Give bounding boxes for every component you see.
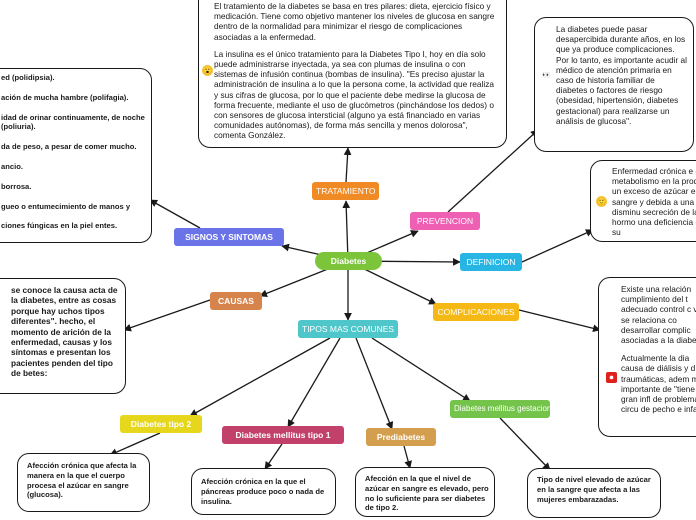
sintoma-3: idad de orinar continuamente, de noche (… [1, 112, 145, 132]
note-signos-y-sintomas: ed (polidipsia). ación de mucha hambre (… [0, 68, 152, 243]
node-tipos-mas-comunes[interactable]: TIPOS MAS COMUNES [298, 320, 398, 338]
note-complicaciones-p1: Existe una relación cumplimiento del t a… [621, 284, 696, 346]
note-complicaciones-p2: Actualmente la dia causa de diálisis y d… [621, 353, 696, 415]
link-tratamiento-note [343, 147, 352, 183]
node-diabetes-mellitus-tipo-1[interactable]: Diabetes mellitus tipo 1 [222, 426, 344, 444]
link-tipos-tipo2 [189, 337, 331, 417]
sintoma-4: da de peso, a pesar de comer mucho. [1, 142, 137, 152]
sintoma-7: gueo o entumecimiento de manos y [1, 201, 131, 211]
note-tratamiento-p1: El tratamiento de la diabetes se basa en… [214, 1, 495, 42]
note-tratamiento: El tratamiento de la diabetes se basa en… [198, 0, 507, 148]
note-causas: se conoce la causa acta de la diabetes, … [0, 278, 126, 394]
link-complicaciones-note [518, 309, 601, 333]
sintoma-6: borrosa. [1, 181, 32, 191]
eyes-icon: 👀 [540, 70, 553, 81]
link-prediabetes-note [403, 445, 412, 469]
note-tratamiento-p2: La insulina es el único tratamiento para… [214, 48, 494, 141]
red-alert-icon: ⏺ [606, 372, 617, 383]
sintoma-8: ciones fúngicas en la piel entes. [1, 221, 118, 231]
note-prediabetes: Afección en la que el nivel de azúcar en… [355, 467, 495, 517]
worried-face-icon: 😮 [202, 65, 213, 76]
note-complicaciones: Existe una relación cumplimiento del t a… [598, 277, 696, 437]
link-signos-note [149, 199, 201, 229]
sintoma-2: ación de mucha hambre (polifagia). [1, 92, 129, 102]
sintoma-1: ed (polidipsia). [1, 73, 55, 82]
node-prevencion[interactable]: PREVENCION [410, 212, 480, 230]
node-causas[interactable]: CAUSAS [210, 292, 262, 310]
node-definicion[interactable]: DEFINICION [460, 253, 522, 271]
link-prevencion-note [447, 129, 539, 213]
note-diabetes-mellitus-tipo-1: Afección crónica en la que el páncreas p… [191, 468, 336, 515]
note-diabetes-mellitus-gestacional: Tipo de nivel elevado de azúcar en la sa… [527, 468, 661, 518]
link-tipo2-note [109, 432, 161, 456]
link-center-tratamiento [342, 200, 351, 262]
note-definicion: Enfermedad crónica e del metabolismo en … [590, 160, 696, 242]
node-tratamiento[interactable]: TRATAMIENTO [312, 182, 379, 200]
note-diabetes-tipo-2: Afección crónica que afecta la manera en… [17, 453, 150, 512]
link-gestacional-note [499, 417, 551, 471]
smiling-face-icon: 🙂 [596, 196, 607, 207]
link-causas-note [123, 299, 211, 332]
sintoma-5: ancio. [1, 161, 23, 171]
link-tipos-gestacional [371, 337, 471, 402]
link-tipos-prediabetes [355, 337, 394, 430]
note-prevencion: La diabetes puede pasar desapercibida du… [534, 17, 694, 152]
link-definicion-note [521, 229, 594, 263]
center-node-diabetes[interactable]: Diabetes [315, 252, 382, 270]
node-complicaciones[interactable]: COMPLICACIONES [433, 303, 519, 321]
node-diabetes-mellitus-gestacional[interactable]: Diabetes mellitus gestacional [450, 400, 550, 418]
node-diabetes-tipo-2[interactable]: Diabetes tipo 2 [120, 415, 202, 433]
link-tipo1-note [264, 443, 283, 470]
node-signos-y-sintomas[interactable]: SIGNOS Y SINTOMAS [174, 228, 284, 246]
node-prediabetes[interactable]: Prediabetes [366, 428, 436, 446]
link-tipos-tipo1 [287, 337, 341, 428]
